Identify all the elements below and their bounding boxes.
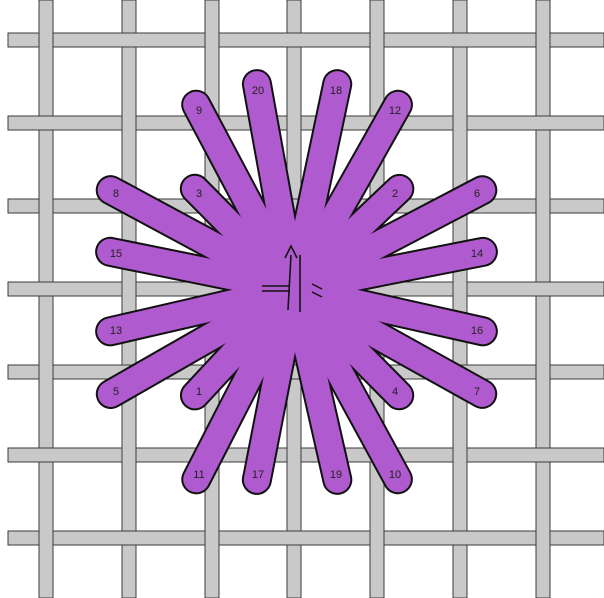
stitch-13-label: 13 xyxy=(110,325,122,337)
stitch-2-label: 2 xyxy=(392,188,398,200)
canvas-thread-horizontal xyxy=(8,448,604,462)
stitch-10-label: 10 xyxy=(389,469,401,481)
stitch-18-label: 18 xyxy=(330,85,342,97)
canvas-weave-crossing xyxy=(39,197,53,215)
stitch-5-label: 5 xyxy=(113,386,119,398)
stitch-1-label: 1 xyxy=(196,386,202,398)
canvas-weave-crossing xyxy=(205,529,219,547)
canvas-weave-crossing xyxy=(370,529,384,547)
canvas-weave-crossing xyxy=(536,363,550,381)
canvas-thread-vertical xyxy=(122,0,136,598)
stitch-19-label: 19 xyxy=(330,469,342,481)
canvas-weave-crossing xyxy=(122,114,136,132)
canvas-weave-crossing xyxy=(536,31,550,49)
canvas-thread-horizontal xyxy=(8,116,604,130)
canvas-weave-crossing xyxy=(39,363,53,381)
stitch-14-label: 14 xyxy=(471,248,483,260)
stitch-12-label: 12 xyxy=(389,105,401,117)
canvas-thread-vertical xyxy=(453,0,467,598)
stitch-17-label: 17 xyxy=(252,469,264,481)
canvas-thread-horizontal xyxy=(8,33,604,47)
stitch-16-label: 16 xyxy=(471,325,483,337)
canvas-weave-crossing xyxy=(453,114,467,132)
stitch-20-label: 20 xyxy=(252,85,264,97)
canvas-thread-vertical xyxy=(39,0,53,598)
canvas-weave-crossing xyxy=(287,114,301,132)
canvas-weave-crossing xyxy=(370,31,384,49)
canvas-weave-crossing xyxy=(122,280,136,298)
stitch-9-label: 9 xyxy=(196,105,202,117)
canvas-weave-crossing xyxy=(39,31,53,49)
stitch-3-label: 3 xyxy=(196,188,202,200)
stitch-15-label: 15 xyxy=(110,248,122,260)
canvas-weave-crossing xyxy=(287,446,301,464)
canvas-thread-vertical xyxy=(536,0,550,598)
stitch-11-label: 11 xyxy=(193,469,204,481)
canvas-weave-crossing xyxy=(122,446,136,464)
stitch-7-label: 7 xyxy=(474,386,480,398)
stitch-8-label: 8 xyxy=(113,188,119,200)
canvas-weave-crossing xyxy=(39,529,53,547)
canvas-weave-crossing xyxy=(453,280,467,298)
stitch-6-label: 6 xyxy=(474,188,480,200)
canvas-weave-crossing xyxy=(205,31,219,49)
canvas-weave-crossing xyxy=(536,197,550,215)
canvas-weave-crossing xyxy=(453,446,467,464)
canvas-weave-crossing xyxy=(536,529,550,547)
canvas-thread-horizontal xyxy=(8,531,604,545)
stitch-4-label: 4 xyxy=(392,386,398,398)
